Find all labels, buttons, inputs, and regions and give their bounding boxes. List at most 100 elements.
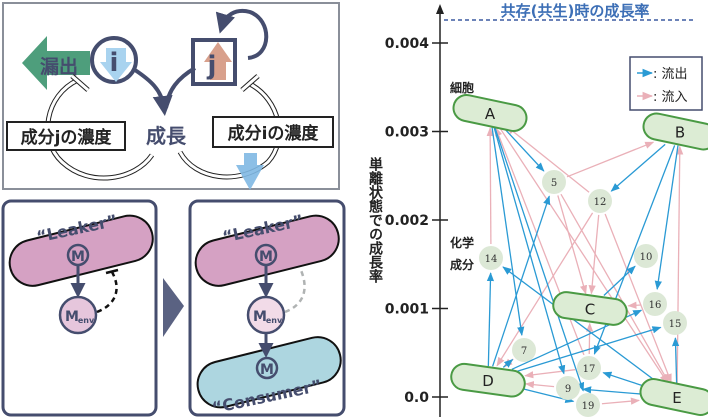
y-tick-label: 0.003 bbox=[385, 125, 429, 141]
chemical-node-9: 9 bbox=[556, 376, 580, 400]
svg-text:M: M bbox=[65, 309, 79, 325]
svg-text:7: 7 bbox=[521, 346, 527, 357]
metabolite-m-label: M bbox=[259, 249, 273, 265]
chemical-annotation-1: 化学 bbox=[450, 235, 474, 250]
component-j-node: j bbox=[191, 38, 237, 86]
svg-text:M: M bbox=[253, 309, 267, 325]
chemical-node-5: 5 bbox=[542, 170, 566, 194]
chemical-node-15: 15 bbox=[663, 311, 687, 335]
svg-text:B: B bbox=[675, 124, 685, 142]
consumer-m-label: M bbox=[260, 362, 274, 378]
metabolite-m-label: M bbox=[71, 249, 85, 265]
svg-text:env: env bbox=[266, 316, 283, 325]
nodes: 5 7 9 10 12 14 15 16 17 19 A B C D E bbox=[450, 94, 708, 417]
cell-node-C: C bbox=[552, 291, 628, 326]
inflow-edge-E-to-B bbox=[676, 145, 684, 384]
leak-label: 漏出 bbox=[40, 55, 78, 78]
y-axis-arrowhead bbox=[436, 4, 444, 14]
chart-title: 共存(共生)時の成長率 bbox=[501, 2, 650, 20]
conc-i-box bbox=[212, 116, 334, 148]
outflow-edge-A-to-7 bbox=[491, 126, 525, 337]
inflow-edge-12-to-A bbox=[505, 125, 590, 193]
y-axis-label: 単離状態での成長率 bbox=[367, 156, 383, 284]
inflow-edge-5-to-E bbox=[560, 193, 670, 384]
chemical-node-7: 7 bbox=[512, 338, 536, 362]
component-i-node: i bbox=[90, 36, 138, 84]
outflow-edge-C-to-10 bbox=[603, 265, 636, 296]
svg-text:14: 14 bbox=[485, 254, 498, 265]
leaker-cell bbox=[8, 214, 154, 287]
leaker-consumer-panel: “Leaker” M M env M “Consumer” bbox=[188, 199, 346, 418]
svg-text:C: C bbox=[585, 301, 595, 319]
outflow-edge-E-to-15 bbox=[671, 337, 680, 384]
conc-j-label: 成分jの濃度 bbox=[21, 127, 113, 148]
outflow-edge-A-to-5 bbox=[501, 125, 545, 172]
svg-text:19: 19 bbox=[582, 401, 595, 412]
conc-j-box bbox=[6, 121, 126, 151]
y-tick-label: 0.0 bbox=[404, 390, 429, 406]
leak-arrow-icon bbox=[22, 36, 90, 90]
svg-text:D: D bbox=[482, 372, 494, 390]
edges bbox=[486, 125, 684, 405]
decrease-arrow-icon bbox=[100, 48, 132, 82]
chemical-node-16: 16 bbox=[643, 292, 667, 316]
inflow-edge-5-to-B bbox=[566, 141, 655, 178]
chemical-node-14: 14 bbox=[479, 246, 503, 270]
inflow-edge-17-to-D bbox=[524, 369, 576, 379]
svg-text:12: 12 bbox=[594, 197, 607, 208]
inflow-edge-A-to-E bbox=[498, 126, 669, 384]
outflow-edge-D-to-7 bbox=[502, 359, 514, 368]
svg-text:15: 15 bbox=[669, 319, 682, 330]
chemical-annotation-2: 成分 bbox=[450, 257, 474, 272]
inflow-edge-9-to-D bbox=[524, 381, 555, 389]
svg-text:E: E bbox=[672, 389, 681, 407]
inflow-edge-12-to-D bbox=[496, 212, 594, 367]
svg-text:17: 17 bbox=[583, 364, 596, 375]
inflow-edge-14-to-A bbox=[486, 127, 494, 245]
inhibition-dashed-line bbox=[96, 271, 118, 314]
outflow-edge-B-to-12 bbox=[610, 143, 666, 192]
inflow-edge-19-to-E bbox=[601, 397, 640, 405]
self-loop-arrow-icon bbox=[215, 9, 269, 60]
inflow-edge-5-to-C bbox=[557, 195, 588, 295]
outflow-edge-A-to-9 bbox=[493, 126, 566, 375]
svg-text:10: 10 bbox=[640, 252, 653, 263]
outflow-edge-E-to-9 bbox=[582, 386, 640, 395]
cell-node-A: A bbox=[452, 94, 528, 132]
svg-text:j: j bbox=[207, 51, 217, 81]
y-tick-label: 0.002 bbox=[385, 213, 429, 229]
conc-i-label: 成分iの濃度 bbox=[228, 123, 320, 144]
released-inhibition-dashed-line bbox=[284, 267, 306, 314]
outflow-edge-A-to-19 bbox=[494, 126, 585, 392]
cell-node-E: E bbox=[639, 378, 708, 416]
i-to-growth-arrow bbox=[133, 68, 173, 116]
inflow-edge-12-to-E bbox=[604, 213, 672, 384]
growth-label: 成長 bbox=[146, 124, 187, 148]
outflow-edge-D-to-14 bbox=[486, 272, 495, 367]
chemical-node-17: 17 bbox=[577, 356, 601, 380]
cell-node-D: D bbox=[450, 362, 526, 398]
legend: : 流出 : 流入 bbox=[629, 56, 703, 111]
legend-outflow-label: : 流出 bbox=[653, 67, 688, 82]
legend-inflow-label: : 流入 bbox=[653, 90, 688, 105]
svg-text:16: 16 bbox=[649, 300, 662, 311]
leaker-cell bbox=[194, 214, 340, 287]
svg-text:9: 9 bbox=[565, 384, 571, 395]
svg-text:A: A bbox=[485, 105, 496, 123]
legend-box bbox=[629, 56, 703, 111]
outflow-edge-B-to-16 bbox=[654, 145, 679, 291]
transition-arrow-icon bbox=[163, 278, 184, 337]
outflow-edge-D-to-15 bbox=[517, 326, 662, 372]
menv-node bbox=[58, 295, 98, 335]
y-tick-label: 0.004 bbox=[385, 36, 430, 52]
svg-text:i: i bbox=[110, 48, 119, 78]
concentration-decrease-arrow-icon bbox=[236, 153, 264, 190]
leaker-alone-panel: “Leaker” M M env bbox=[1, 199, 158, 417]
outflow-edge-D-to-5 bbox=[492, 195, 551, 367]
chemical-node-10: 10 bbox=[634, 244, 658, 268]
outflow-edge-E-to-17 bbox=[602, 371, 649, 389]
increase-arrow-icon bbox=[204, 42, 232, 80]
svg-text:env: env bbox=[78, 316, 95, 325]
